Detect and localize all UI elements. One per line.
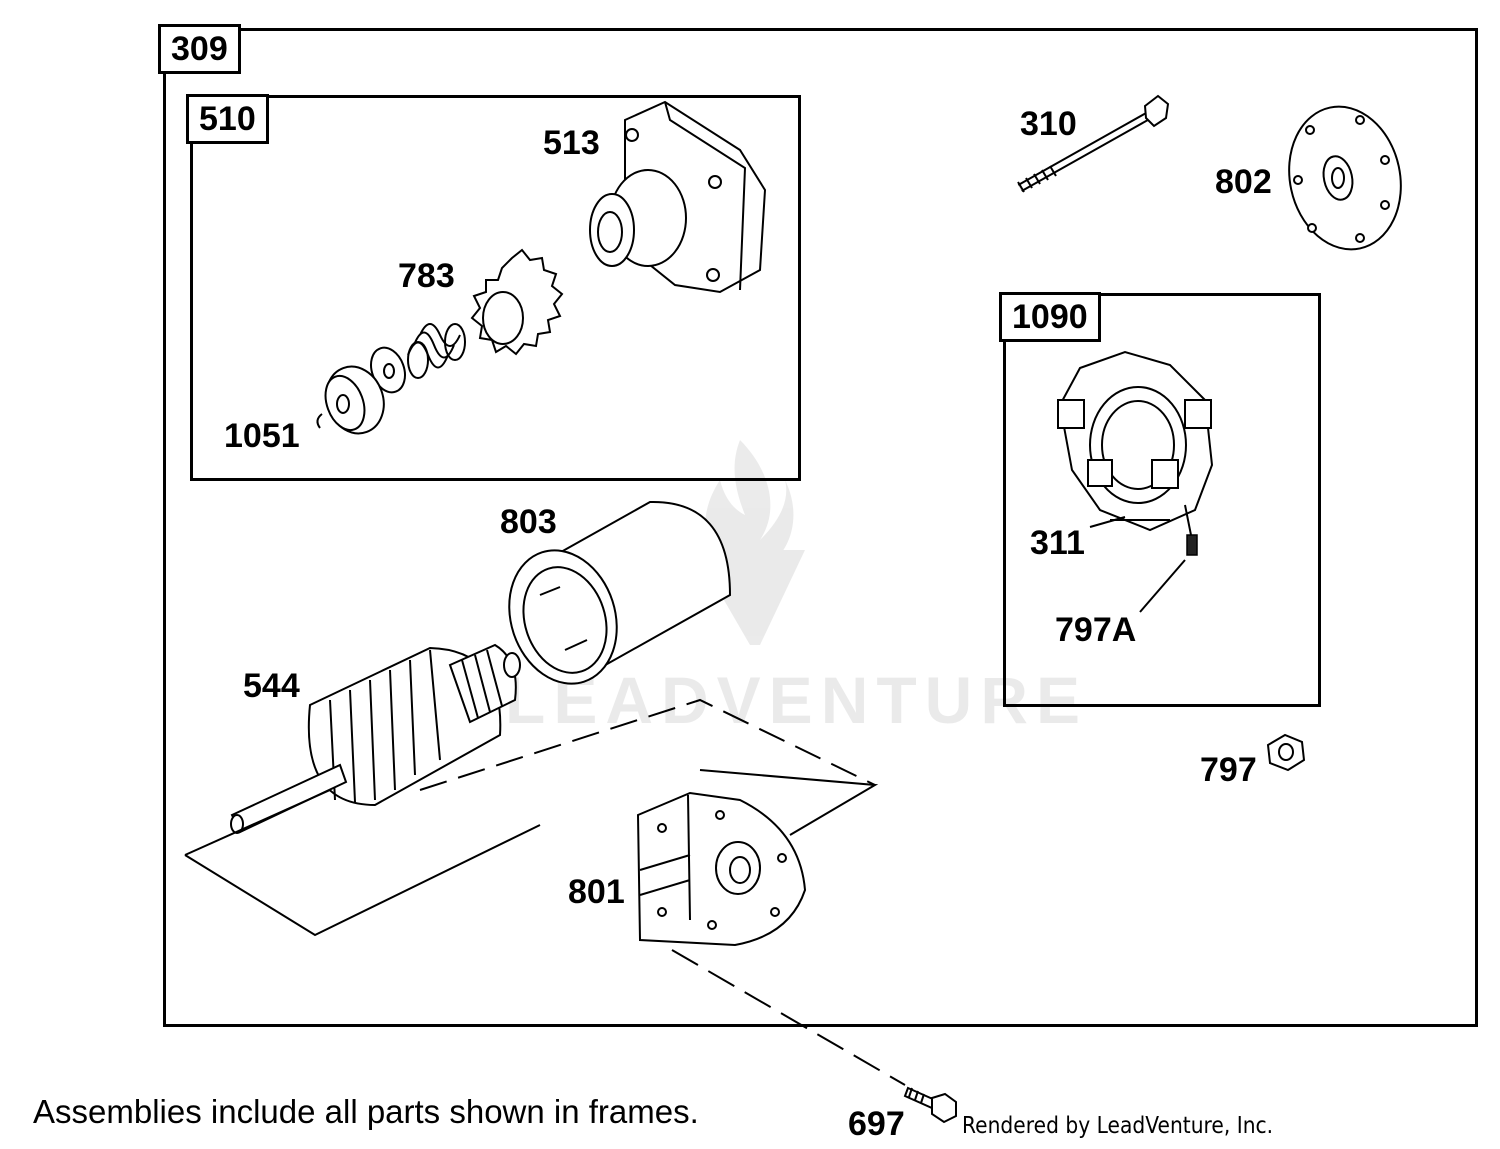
callout-310: 310	[1020, 105, 1077, 143]
callout-311: 311	[1030, 524, 1085, 562]
frame-label-1090: 1090	[999, 292, 1101, 342]
motor-housing-icon	[508, 500, 732, 685]
render-credit: Rendered by LeadVenture, Inc.	[962, 1113, 1274, 1139]
callout-803: 803	[500, 503, 557, 541]
callout-802: 802	[1215, 163, 1272, 201]
motor-housing-icon	[589, 100, 767, 294]
frame-label-510: 510	[186, 94, 269, 144]
hex-nut-icon	[1266, 733, 1306, 772]
callout-697: 697	[848, 1105, 905, 1143]
bolt-icon	[1017, 94, 1170, 193]
flange-icon	[636, 791, 807, 947]
exploded-view-guide	[184, 698, 906, 1086]
callout-1051: 1051	[224, 417, 300, 455]
frame-label-309: 309	[158, 24, 241, 74]
assembly-note: Assemblies include all parts shown in fr…	[33, 1093, 699, 1130]
retaining-ring-icon	[316, 365, 385, 435]
armature-icon	[230, 643, 521, 834]
frame-1090	[1003, 293, 1321, 707]
brush-holder-icon	[1057, 350, 1214, 556]
callout-544: 544	[243, 667, 300, 705]
callout-801: 801	[568, 873, 625, 911]
gear-icon	[470, 248, 564, 356]
callout-797: 797	[1200, 751, 1257, 789]
screw-icon	[903, 1086, 957, 1124]
callout-783: 783	[398, 257, 455, 295]
frame-309	[163, 28, 1478, 1027]
leader-lines	[1089, 516, 1186, 613]
frame-510	[190, 95, 801, 481]
callout-797a: 797A	[1055, 611, 1137, 649]
callout-513: 513	[543, 124, 600, 162]
spring-icon	[407, 323, 466, 379]
watermark-text: LEADVENTURE	[505, 663, 1089, 737]
end-cap-icon	[1288, 105, 1402, 251]
